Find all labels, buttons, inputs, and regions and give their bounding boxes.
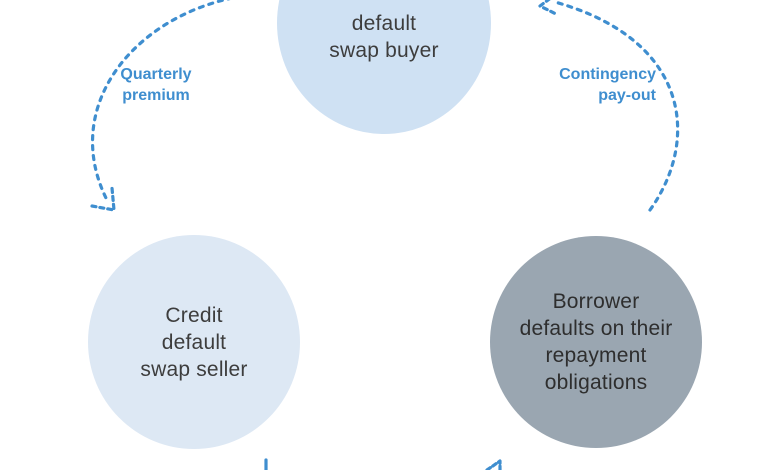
swap-seller-node: Credit default swap seller bbox=[88, 235, 300, 449]
contingency-line-1: Contingency bbox=[559, 66, 656, 83]
borrower-default-label: Borrower defaults on their repayment obl… bbox=[520, 288, 673, 396]
borrower-line-4: obligations bbox=[544, 371, 648, 394]
premium-line-2: premium bbox=[122, 87, 190, 104]
swap-seller-label: Credit default swap seller bbox=[140, 302, 247, 383]
swap-buyer-line-1: default bbox=[351, 12, 417, 35]
swap-buyer-line-2: swap buyer bbox=[329, 39, 439, 62]
swap-seller-line-1: Credit bbox=[165, 303, 223, 327]
swap-seller-line-3: swap seller bbox=[140, 357, 248, 381]
borrower-line-1: Borrower bbox=[552, 290, 640, 313]
borrower-default-node: Borrower defaults on their repayment obl… bbox=[490, 236, 702, 448]
swap-buyer-label: default swap buyer bbox=[329, 10, 438, 64]
premium-line-1: Quarterly bbox=[120, 66, 192, 83]
bottom-right-arrowhead-icon bbox=[485, 459, 502, 470]
borrower-line-3: repayment bbox=[545, 344, 647, 367]
contingency-arrow bbox=[553, 0, 680, 212]
contingency-line-2: pay-out bbox=[598, 87, 656, 104]
premium-arrow bbox=[90, 0, 231, 204]
borrower-line-2: defaults on their bbox=[519, 317, 673, 340]
quarterly-premium-label: Quarterly premium bbox=[96, 64, 216, 106]
contingency-payout-label: Contingency pay-out bbox=[520, 64, 656, 106]
swap-seller-line-2: default bbox=[161, 330, 227, 354]
contingency-arrowhead-icon bbox=[538, 0, 558, 16]
premium-arrowhead-icon bbox=[90, 186, 116, 212]
